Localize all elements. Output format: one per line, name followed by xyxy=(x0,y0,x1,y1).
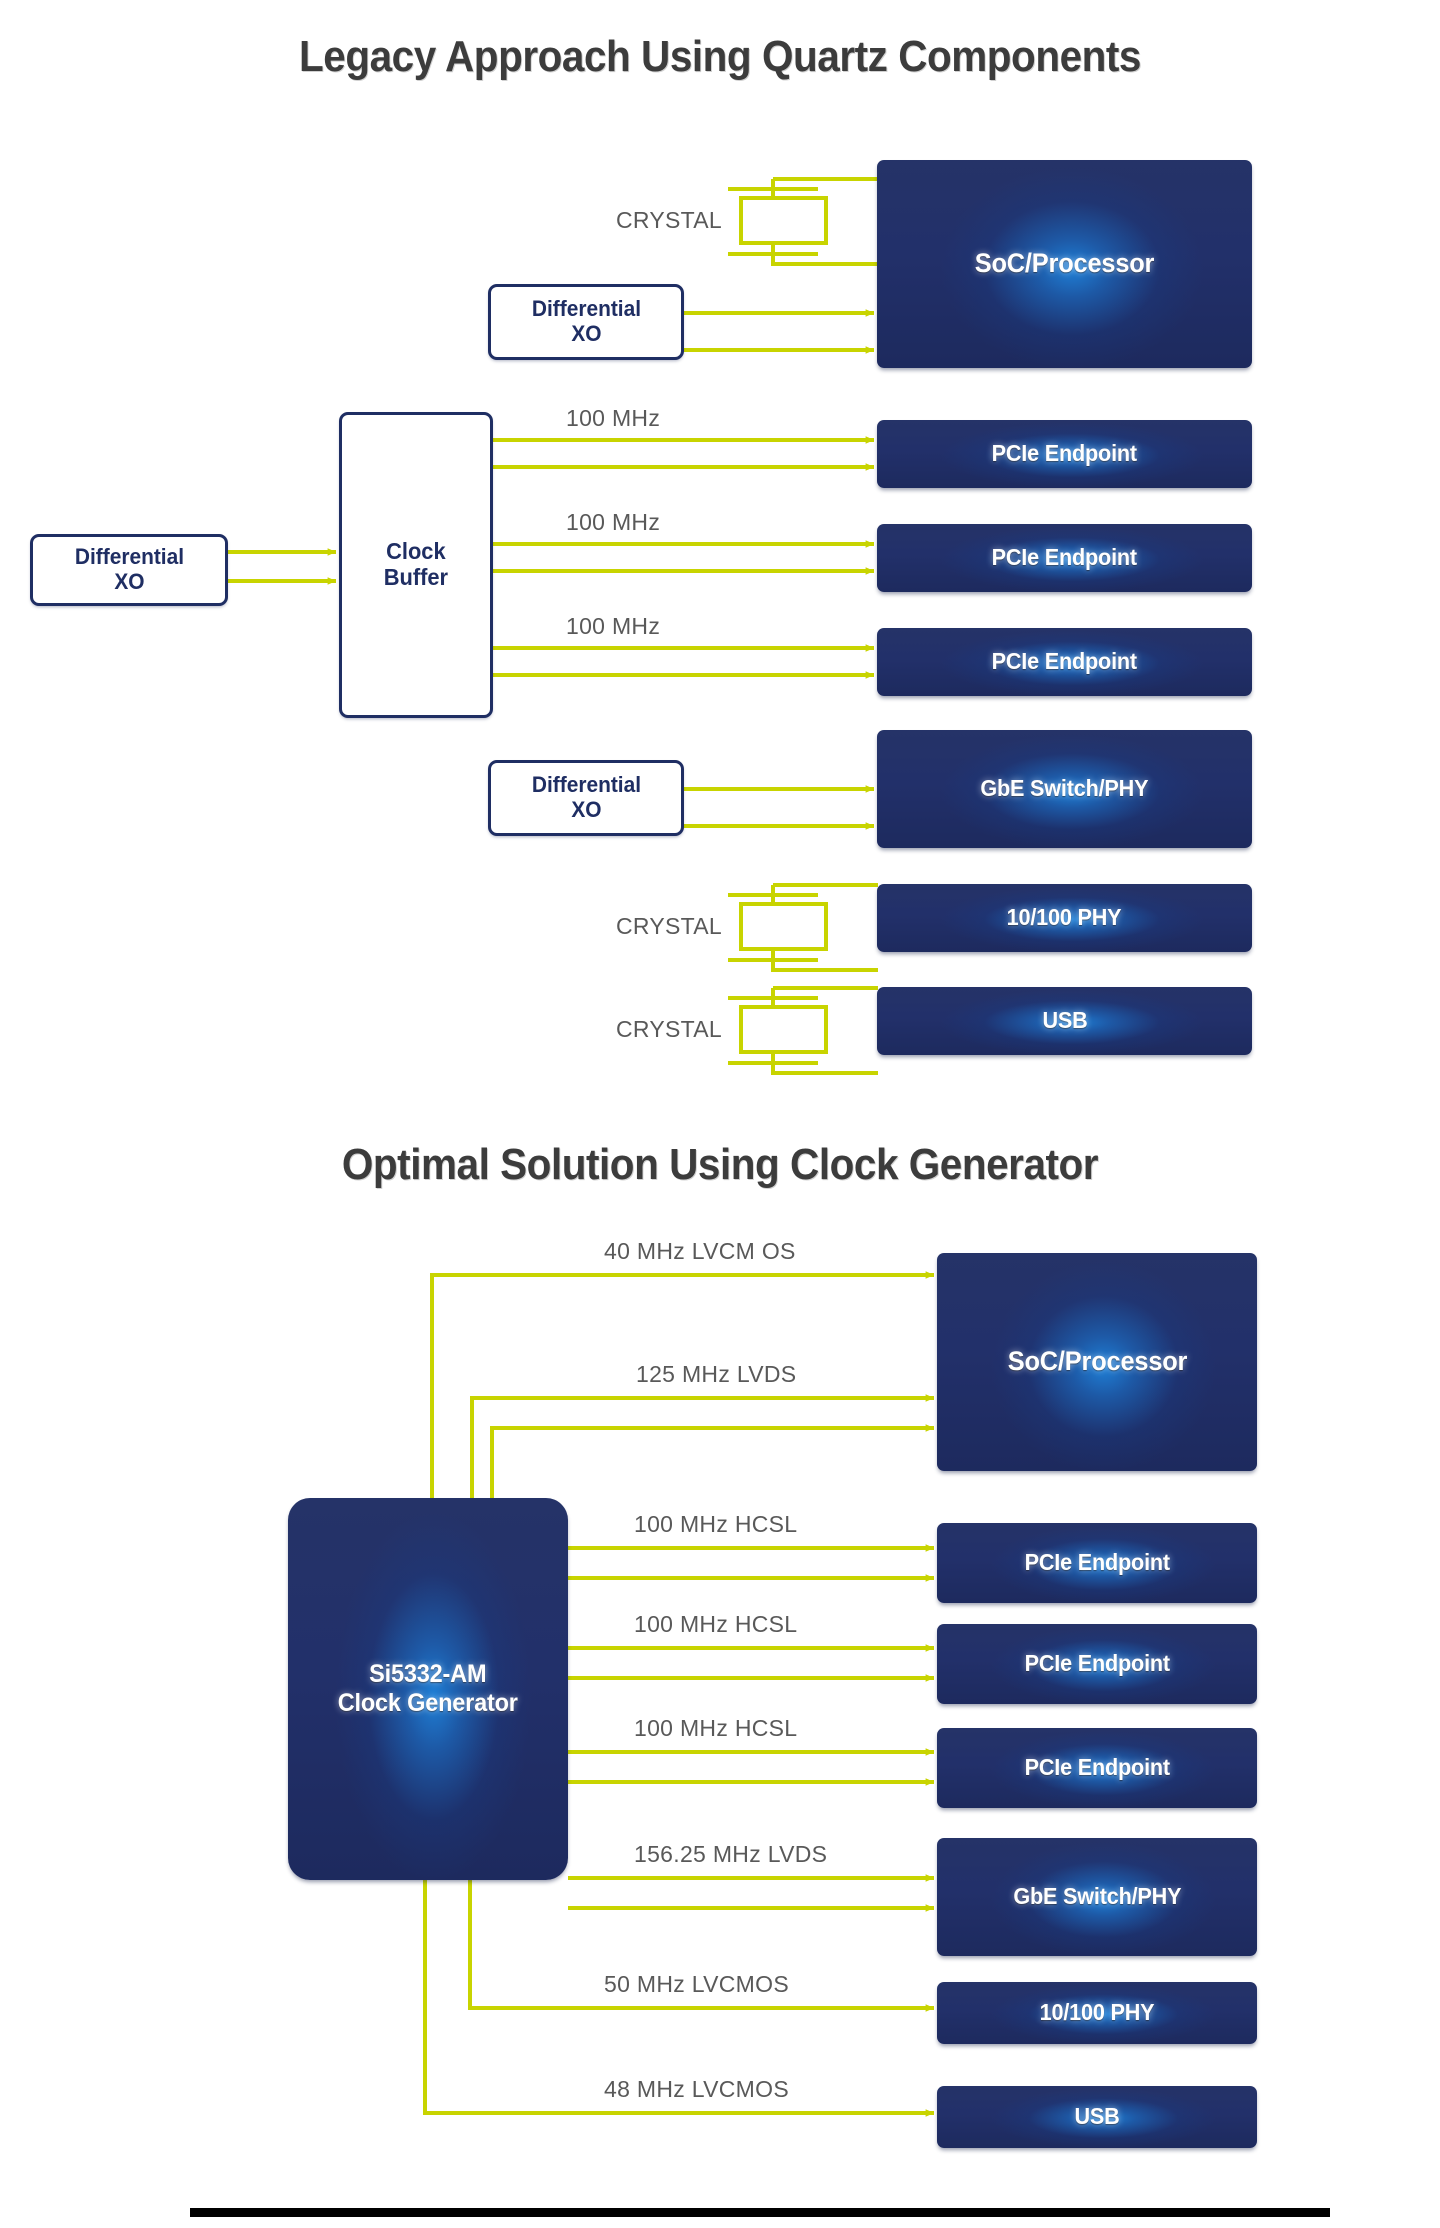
wire-label-optimal-pcie2: 100 MHz HCSL xyxy=(634,1611,798,1637)
chip-usb-legacy-label: USB xyxy=(1041,1007,1088,1034)
differential-xo-soc-label: Differential XO xyxy=(531,296,641,346)
differential-xo-soc-box[interactable]: Differential XO xyxy=(488,284,684,360)
wire-label-optimal-phy: 50 MHz LVCMOS xyxy=(604,1971,789,1997)
chip-pcie-endpoint-1-legacy[interactable]: PCIe Endpoint xyxy=(877,420,1252,488)
wire-label-optimal-usb: 48 MHz LVCMOS xyxy=(604,2076,789,2102)
chip-gbe-switch-phy-optimal-label: GbE Switch/PHY xyxy=(1013,1883,1181,1910)
chip-usb-legacy[interactable]: USB xyxy=(877,987,1252,1055)
chip-si5332-clock-generator[interactable]: Si5332-AM Clock Generator xyxy=(288,1498,568,1880)
wire-label-optimal-soc-a: 40 MHz LVCM OS xyxy=(604,1238,796,1264)
wire-label-optimal-pcie3: 100 MHz HCSL xyxy=(634,1715,798,1741)
wire-label-legacy-pcie2: 100 MHz xyxy=(566,509,661,535)
chip-soc-processor-legacy-label: SoC/Processor xyxy=(974,248,1155,279)
chip-pcie-endpoint-2-optimal-label: PCIe Endpoint xyxy=(1024,1650,1170,1677)
chip-si5332-clock-generator-label: Si5332-AM Clock Generator xyxy=(337,1659,519,1718)
wire-label-legacy-pcie1: 100 MHz xyxy=(566,405,661,431)
chip-10-100-phy-optimal[interactable]: 10/100 PHY xyxy=(937,1982,1257,2044)
chip-pcie-endpoint-2-optimal[interactable]: PCIe Endpoint xyxy=(937,1624,1257,1704)
crystal-label-usb: CRYSTAL xyxy=(615,1016,722,1042)
chip-pcie-endpoint-3-legacy[interactable]: PCIe Endpoint xyxy=(877,628,1252,696)
chip-pcie-endpoint-3-optimal[interactable]: PCIe Endpoint xyxy=(937,1728,1257,1808)
chip-soc-processor-legacy[interactable]: SoC/Processor xyxy=(877,160,1252,368)
chip-10-100-phy-optimal-label: 10/100 PHY xyxy=(1039,1999,1155,2026)
differential-xo-gbe-box[interactable]: Differential XO xyxy=(488,760,684,836)
chip-pcie-endpoint-1-optimal-label: PCIe Endpoint xyxy=(1024,1549,1170,1576)
crystal-label-soc: CRYSTAL xyxy=(615,207,722,233)
chip-usb-optimal-label: USB xyxy=(1074,2103,1120,2130)
differential-xo-buffer-label: Differential XO xyxy=(74,544,184,594)
chip-pcie-endpoint-2-legacy-label: PCIe Endpoint xyxy=(991,544,1138,571)
chip-soc-processor-optimal-label: SoC/Processor xyxy=(1007,1346,1187,1377)
chip-pcie-endpoint-1-optimal[interactable]: PCIe Endpoint xyxy=(937,1523,1257,1603)
crystal-label-phy: CRYSTAL xyxy=(615,913,722,939)
wire-label-optimal-gbe: 156.25 MHz LVDS xyxy=(634,1841,828,1867)
chip-pcie-endpoint-2-legacy[interactable]: PCIe Endpoint xyxy=(877,524,1252,592)
differential-xo-buffer-box[interactable]: Differential XO xyxy=(30,534,228,606)
chip-10-100-phy-legacy-label: 10/100 PHY xyxy=(1007,904,1122,931)
clock-buffer-box[interactable]: Clock Buffer xyxy=(339,412,493,718)
wire-label-optimal-pcie1: 100 MHz HCSL xyxy=(634,1511,798,1537)
chip-soc-processor-optimal[interactable]: SoC/Processor xyxy=(937,1253,1257,1471)
differential-xo-gbe-label: Differential XO xyxy=(531,772,641,822)
chip-pcie-endpoint-1-legacy-label: PCIe Endpoint xyxy=(991,440,1138,467)
wire-label-optimal-soc-b: 125 MHz LVDS xyxy=(636,1361,797,1387)
bottom-rule-divider xyxy=(190,2208,1330,2217)
chip-10-100-phy-legacy[interactable]: 10/100 PHY xyxy=(877,884,1252,952)
chip-gbe-switch-phy-optimal[interactable]: GbE Switch/PHY xyxy=(937,1838,1257,1956)
clock-buffer-label: Clock Buffer xyxy=(383,538,449,590)
chip-gbe-switch-phy-legacy[interactable]: GbE Switch/PHY xyxy=(877,730,1252,848)
optimal-section-title: Optimal Solution Using Clock Generator xyxy=(341,1140,1099,1189)
chip-usb-optimal[interactable]: USB xyxy=(937,2086,1257,2148)
chip-pcie-endpoint-3-legacy-label: PCIe Endpoint xyxy=(991,648,1138,675)
legacy-section-title: Legacy Approach Using Quartz Components xyxy=(298,32,1141,81)
wire-label-legacy-pcie3: 100 MHz xyxy=(566,613,661,639)
chip-gbe-switch-phy-legacy-label: GbE Switch/PHY xyxy=(980,775,1149,802)
chip-pcie-endpoint-3-optimal-label: PCIe Endpoint xyxy=(1024,1754,1170,1781)
